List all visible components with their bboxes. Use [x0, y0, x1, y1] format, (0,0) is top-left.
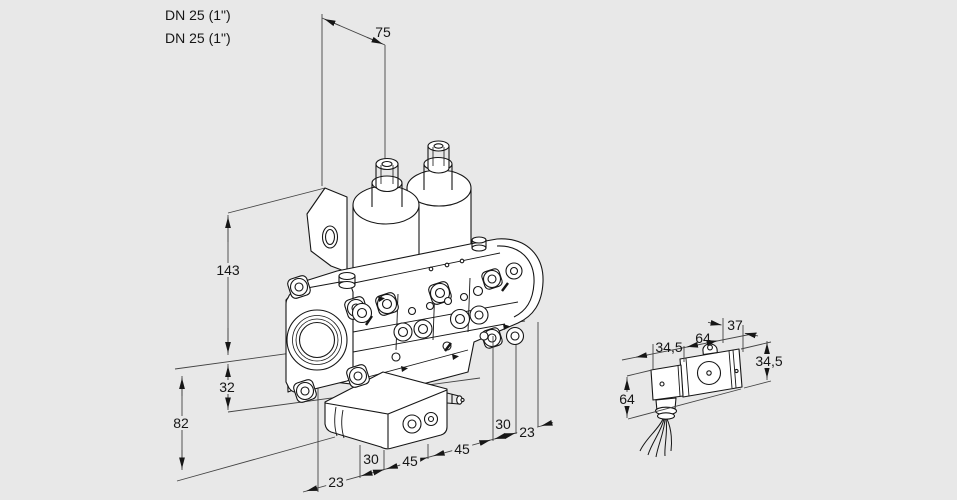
test-nipple [446, 392, 465, 405]
coil-dimension-label-34-5-top: 34,5 [655, 339, 683, 355]
dimension-label-23-right: 23 [517, 424, 537, 440]
coil-dimension-label-34-5-side: 34,5 [753, 353, 785, 369]
dimension-label-32: 32 [217, 379, 237, 395]
screw-bosses [287, 262, 525, 403]
coil-dimension-label-64-top: 64 [695, 330, 711, 346]
port-size-label-1: DN 25 (1") [165, 7, 231, 23]
dimension-label-23-left: 23 [326, 474, 346, 490]
dimension-label-82: 82 [171, 415, 191, 431]
right-flange [496, 245, 535, 318]
dimension-label-30-left: 30 [363, 451, 379, 467]
valve-body-group [285, 140, 544, 450]
coil-wires [639, 418, 672, 458]
flow-direction-marks [378, 296, 510, 372]
dimension-label-45-right: 45 [452, 441, 472, 457]
actuator-box [324, 371, 465, 450]
coil-detail-drawing [639, 343, 743, 458]
coil-dimension-label-64-side: 64 [617, 391, 637, 407]
port-size-label-2: DN 25 (1") [165, 30, 231, 46]
dimension-label-45-left: 45 [400, 453, 420, 469]
mounting-bracket [306, 187, 348, 273]
dimension-label-75: 75 [375, 24, 391, 40]
hex-caps [338, 236, 487, 290]
dimension-label-143: 143 [214, 262, 242, 278]
dimension-lines [179, 17, 772, 493]
coil-body-side-view [679, 343, 743, 398]
slash-marks [365, 282, 509, 352]
coil-connector-plug [650, 364, 684, 420]
dimension-label-30-right: 30 [495, 416, 511, 432]
coil-dimension-label-37: 37 [727, 317, 743, 333]
